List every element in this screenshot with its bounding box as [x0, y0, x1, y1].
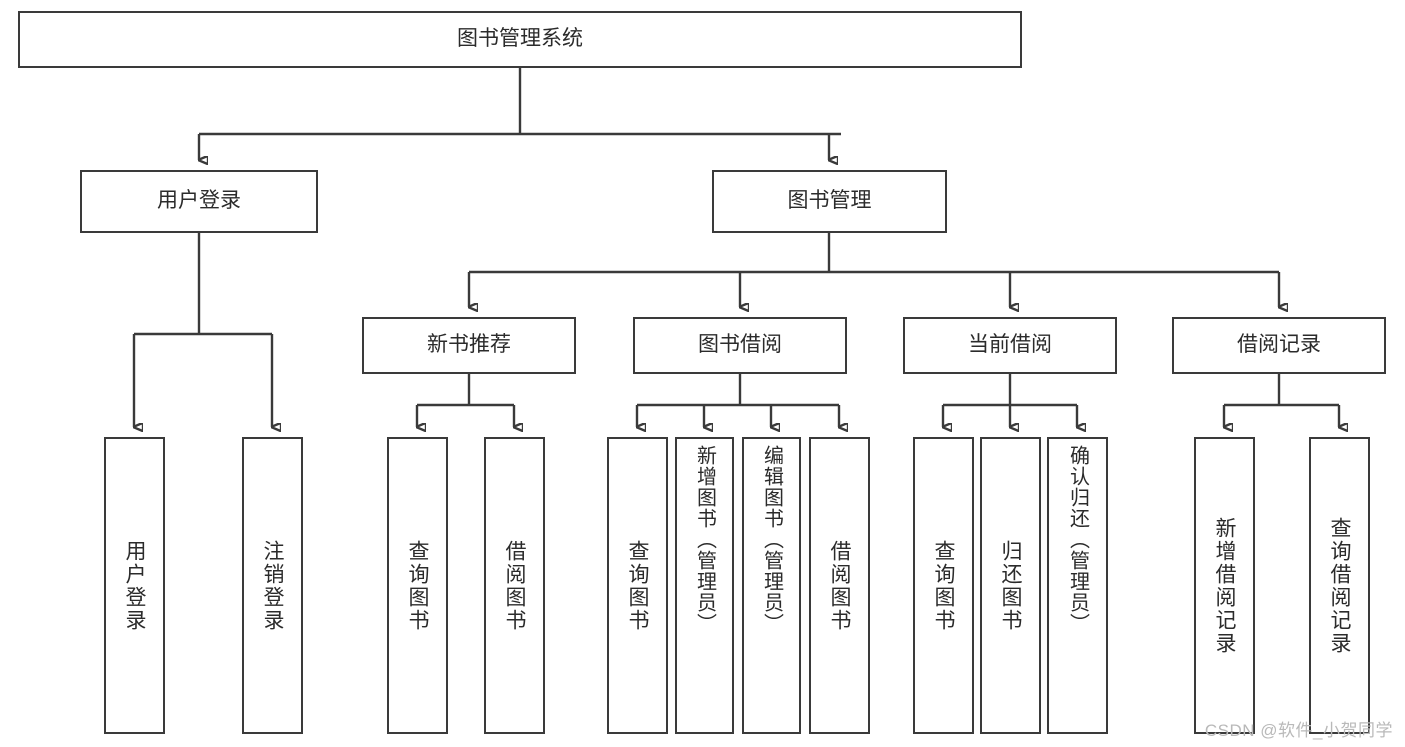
node-new-book-recommend[interactable]: 新书推荐	[362, 317, 576, 374]
leaf-query-book-3[interactable]: 查询图书	[913, 437, 974, 734]
leaf-add-book-label: 新增图书（管理员）	[693, 445, 716, 634]
leaf-query-book-2-label: 查询图书	[626, 539, 649, 632]
leaf-add-record[interactable]: 新增借阅记录	[1194, 437, 1255, 734]
leaf-borrow-book-2-label: 借阅图书	[828, 539, 851, 632]
leaf-query-record[interactable]: 查询借阅记录	[1309, 437, 1370, 734]
node-root-label: 图书管理系统	[457, 27, 583, 51]
csdn-watermark: CSDN @软件_小贺同学	[1204, 721, 1393, 740]
leaf-query-book-1-label: 查询图书	[406, 539, 429, 632]
leaf-query-book-1[interactable]: 查询图书	[387, 437, 448, 734]
node-book-borrow-label: 图书借阅	[698, 333, 782, 357]
node-book-manage-label: 图书管理	[787, 189, 872, 213]
node-user-login[interactable]: 用户登录	[80, 170, 318, 233]
leaf-edit-book[interactable]: 编辑图书（管理员）	[742, 437, 801, 734]
leaf-edit-book-label: 编辑图书（管理员）	[760, 445, 783, 634]
leaf-confirm-return-label: 确认归还（管理员）	[1066, 445, 1089, 634]
leaf-return-book-label: 归还图书	[999, 539, 1022, 632]
node-root[interactable]: 图书管理系统	[18, 11, 1022, 68]
leaf-borrow-book-2[interactable]: 借阅图书	[809, 437, 870, 734]
leaf-confirm-return[interactable]: 确认归还（管理员）	[1047, 437, 1108, 734]
leaf-query-book-2[interactable]: 查询图书	[607, 437, 668, 734]
node-user-login-label: 用户登录	[157, 189, 241, 213]
node-current-borrow[interactable]: 当前借阅	[903, 317, 1117, 374]
leaf-user-login-label: 用户登录	[123, 539, 146, 632]
node-borrow-record[interactable]: 借阅记录	[1172, 317, 1386, 374]
leaf-borrow-book-1-label: 借阅图书	[503, 539, 526, 632]
node-new-book-recommend-label: 新书推荐	[427, 333, 511, 357]
leaf-query-record-label: 查询借阅记录	[1328, 516, 1351, 655]
leaf-borrow-book-1[interactable]: 借阅图书	[484, 437, 545, 734]
leaf-query-book-3-label: 查询图书	[932, 539, 955, 632]
leaf-logout-label: 注销登录	[261, 539, 284, 632]
leaf-return-book[interactable]: 归还图书	[980, 437, 1041, 734]
node-borrow-record-label: 借阅记录	[1237, 333, 1321, 357]
node-book-manage[interactable]: 图书管理	[712, 170, 947, 233]
leaf-user-login[interactable]: 用户登录	[104, 437, 165, 734]
leaf-add-book[interactable]: 新增图书（管理员）	[675, 437, 734, 734]
node-book-borrow[interactable]: 图书借阅	[633, 317, 847, 374]
node-current-borrow-label: 当前借阅	[968, 333, 1052, 357]
leaf-add-record-label: 新增借阅记录	[1213, 516, 1236, 655]
leaf-logout[interactable]: 注销登录	[242, 437, 303, 734]
